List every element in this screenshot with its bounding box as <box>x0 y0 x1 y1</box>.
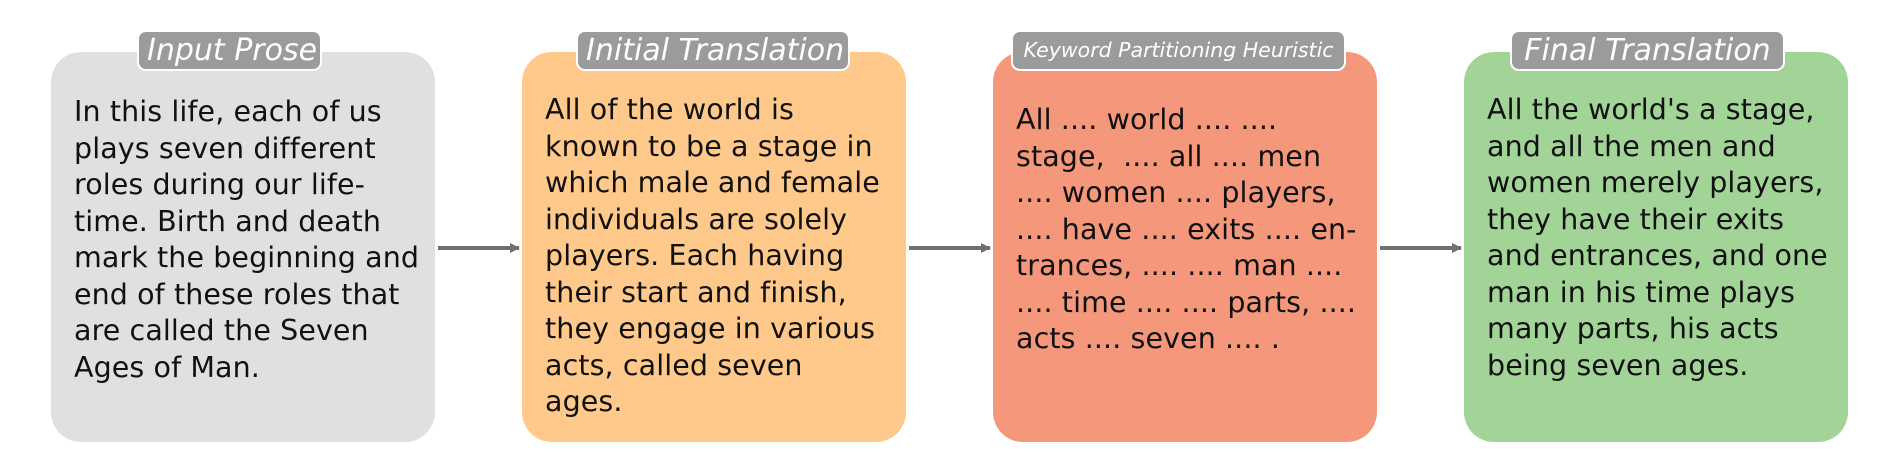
text-line: trances, .... .... man .... <box>1016 249 1343 282</box>
text-line: are called the Seven <box>74 314 369 347</box>
input-prose-text: In this life, each of us plays seven dif… <box>74 92 420 386</box>
text-line: which male and female <box>545 166 880 199</box>
text-line: many parts, his acts <box>1487 312 1779 345</box>
text-line: mark the beginning and <box>74 241 420 274</box>
text-line: they engage in various <box>545 312 876 345</box>
text-line: acts .... seven .... . <box>1016 322 1280 355</box>
text-line: individuals are solely <box>545 202 848 236</box>
input-prose-label: Input Prose <box>137 30 322 71</box>
text-line: and all the men and <box>1487 129 1776 163</box>
text-line: .... women .... players, <box>1016 176 1336 209</box>
text-line: Ages of Man. <box>74 350 260 384</box>
final-translation-box: All the world's a stage, and all the men… <box>1464 52 1848 442</box>
text-line: known to be a stage in <box>545 129 873 163</box>
keyword-heuristic-label: Keyword Partitioning Heuristic <box>1011 30 1346 71</box>
initial-translation-box: All of the world is known to be a stage … <box>522 52 906 442</box>
keyword-heuristic-text: All .... world .... .... stage, .... all… <box>1016 92 1357 358</box>
initial-translation-label: Initial Translation <box>576 30 850 71</box>
text-line: All the world's a stage, <box>1487 93 1815 126</box>
text-line: end of these roles that <box>74 277 400 311</box>
text-line: they have their exits <box>1487 202 1785 236</box>
text-line: being seven ages. <box>1487 348 1749 382</box>
initial-translation-text: All of the world is known to be a stage … <box>545 92 884 421</box>
text-line: their start and finish, <box>545 275 847 309</box>
text-line: All of the world is <box>545 93 794 126</box>
text-line: ages. <box>545 385 623 418</box>
final-translation-text: All the world's a stage, and all the men… <box>1487 92 1828 384</box>
final-translation-label: Final Translation <box>1510 30 1785 71</box>
text-line: roles during our life- <box>74 168 366 201</box>
text-line: plays seven different <box>74 131 376 165</box>
text-line: players. Each having <box>545 239 845 272</box>
input-prose-box: In this life, each of us plays seven dif… <box>51 52 435 442</box>
text-line: .... time .... .... parts, .... <box>1016 285 1357 319</box>
text-line: In this life, each of us <box>74 95 382 128</box>
text-line: stage, .... all .... men <box>1016 139 1322 173</box>
text-line: acts, called seven <box>545 348 803 382</box>
text-line: man in his time plays <box>1487 275 1796 309</box>
text-line: and entrances, and one <box>1487 239 1828 272</box>
keyword-heuristic-box: All .... world .... .... stage, .... all… <box>993 52 1377 442</box>
text-line: women merely players, <box>1487 166 1824 199</box>
text-line: time. Birth and death <box>74 204 382 238</box>
text-line: All .... world .... .... <box>1016 103 1278 136</box>
text-line: .... have .... exits .... en- <box>1016 212 1357 246</box>
